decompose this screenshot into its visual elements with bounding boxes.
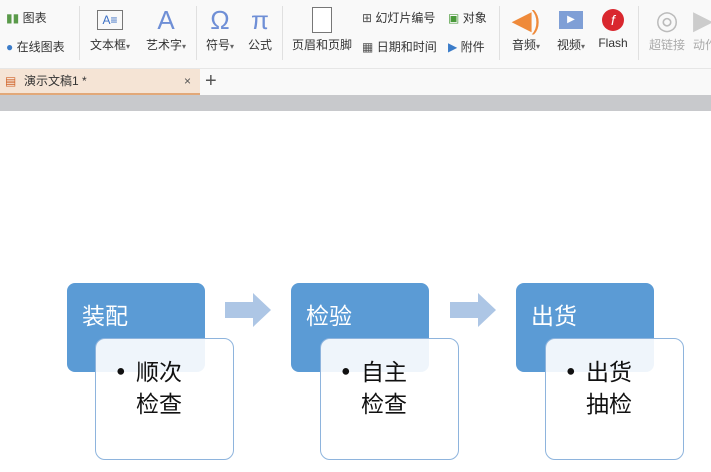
action-button[interactable]: ▶动作 [693,4,711,53]
arrow-right-icon [225,293,271,327]
datetime-button[interactable]: ▦ 日期和时间 [362,40,437,54]
film-icon: ▶ [550,4,592,36]
hyperlink-icon: ◎ [655,4,679,35]
speaker-icon: ◀) [511,4,541,35]
process-step-2-detail[interactable]: •自主检查 [320,338,459,460]
divider [79,6,80,60]
attachment-button[interactable]: ▶ 附件 [448,40,485,54]
chart-button[interactable]: ▮▮ 图表 [6,11,47,25]
arrow-right-icon [450,293,496,327]
slide-number-icon: ⊞ [362,11,373,25]
calendar-icon: ▦ [362,40,374,54]
online-chart-button[interactable]: ● 在线图表 [6,40,65,54]
pi-icon: π [251,4,269,35]
process-step-3-detail[interactable]: •出货抽检 [545,338,684,460]
divider [499,6,500,60]
presentation-icon: ▤ [5,74,17,88]
textbox-icon: A≡ [84,4,136,36]
new-tab-button[interactable]: + [205,70,217,92]
tab-document[interactable]: ▤ 演示文稿1 * × [0,69,200,95]
hyperlink-button[interactable]: ◎超链接 [645,4,689,53]
wordart-icon: A [157,4,175,35]
video-button[interactable]: ▶视频▾ [550,4,592,53]
divider [282,6,283,60]
online-chart-icon: ● [6,40,14,54]
bar-chart-icon: ▮▮ [6,11,20,25]
action-icon: ▶ [693,4,711,35]
textbox-button[interactable]: A≡文本框▾ [84,4,136,53]
close-tab-button[interactable]: × [184,74,192,88]
flash-icon: f [595,4,631,36]
omega-icon: Ω [210,4,230,35]
tab-bar: ▤ 演示文稿1 * × + [0,69,711,95]
object-icon: ▣ [448,11,460,25]
header-footer-button[interactable]: 页眉和页脚 [288,4,356,53]
object-button[interactable]: ▣ 对象 [448,11,487,25]
audio-button[interactable]: ◀)音频▾ [505,4,547,53]
divider [196,6,197,60]
slide-number-button[interactable]: ⊞ 幻灯片编号 [362,11,436,25]
workspace-border [0,95,711,111]
divider [638,6,639,60]
attachment-icon: ▶ [448,40,458,54]
page-icon [288,4,356,36]
process-step-1-detail[interactable]: •顺次检查 [95,338,234,460]
